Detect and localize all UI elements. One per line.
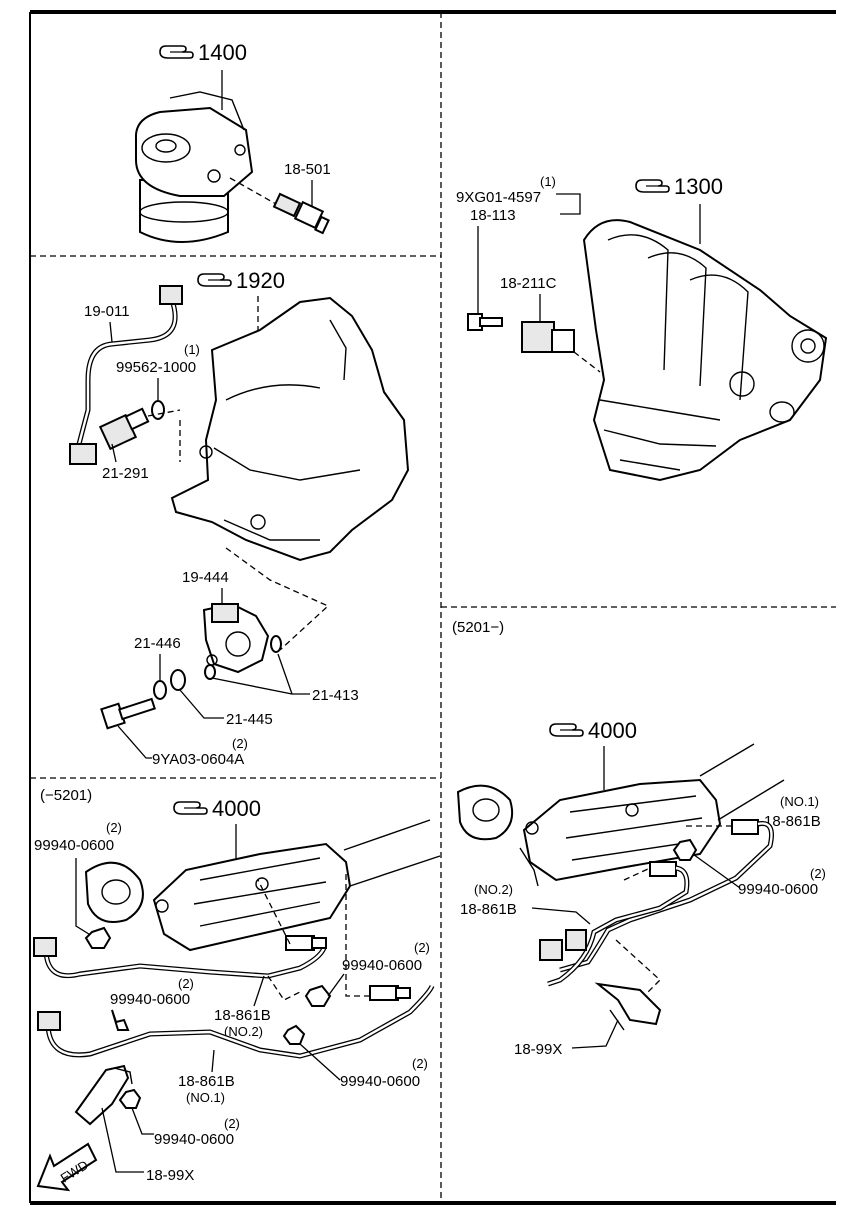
label-r-no2: (NO.2) xyxy=(474,882,513,897)
switch-19-444 xyxy=(202,602,270,674)
qty-l-e: (2) xyxy=(224,1116,240,1131)
label-21-446: 21-446 xyxy=(134,635,181,652)
fwd-arrow-icon: FWD xyxy=(36,1142,98,1192)
range-right: (5201−) xyxy=(452,619,504,636)
label-l-18-861b-no2: 18-861B xyxy=(214,1007,271,1024)
range-left: (−5201) xyxy=(40,787,92,804)
qty-l-b: (2) xyxy=(414,940,430,955)
callout-4000-right: 4000 xyxy=(588,718,637,743)
label-r-18-861b-no2: 18-861B xyxy=(460,901,517,918)
label-19-444: 19-444 xyxy=(182,569,229,586)
bracket-r-18-99x xyxy=(594,982,662,1031)
label-21-291: 21-291 xyxy=(102,465,149,482)
section-exhaust-right: (5201−) 4000 (NO.1) 18-861B (2) 99940-06… xyxy=(452,619,826,1058)
label-l-99940-c: 99940-0600 xyxy=(110,991,190,1008)
section-1920: 1920 19-011 (1) 99562-1000 xyxy=(69,268,410,768)
qty-9ya03: (2) xyxy=(232,736,248,751)
label-18-211c: 18-211C xyxy=(500,275,557,292)
callout-4000-left: 4000 xyxy=(212,796,261,821)
qty-l-c: (2) xyxy=(178,976,194,991)
callout-1300: 1300 xyxy=(674,174,723,199)
frame xyxy=(29,10,836,1205)
label-r-99940: 99940-0600 xyxy=(738,881,818,898)
label-18-113: 18-113 xyxy=(470,207,516,224)
pointing-hand-icon xyxy=(159,45,194,59)
label-21-445: 21-445 xyxy=(226,711,273,728)
sensor-18-501 xyxy=(229,177,330,235)
catalytic-converter-right xyxy=(456,743,785,887)
label-9xg01-4597: 9XG01-4597 xyxy=(456,189,541,206)
section-1400: 1400 18-501 xyxy=(134,40,331,243)
qty-9xg01: (1) xyxy=(540,174,556,189)
pointing-hand-icon xyxy=(635,179,670,193)
sensor-r-18-861b-no2 xyxy=(539,861,690,987)
sensor-21-291 xyxy=(98,407,181,462)
label-l-no2: (NO.2) xyxy=(224,1024,263,1039)
qty-l-a: (2) xyxy=(106,820,122,835)
label-19-011: 19-011 xyxy=(84,303,130,320)
pointing-hand-icon xyxy=(197,273,232,287)
label-r-no1: (NO.1) xyxy=(780,794,819,809)
bolt-9ya03 xyxy=(100,697,156,730)
engine-mount xyxy=(134,91,254,243)
sensor-18-861b-no2 xyxy=(33,879,327,979)
qty-l-d: (2) xyxy=(412,1056,428,1071)
label-r-18-99x: 18-99X xyxy=(514,1041,562,1058)
label-21-413: 21-413 xyxy=(312,687,359,704)
label-99562-1000: 99562-1000 xyxy=(116,359,196,376)
qty-99562: (1) xyxy=(184,342,200,357)
callout-1920: 1920 xyxy=(236,268,285,293)
bracket-18-99x xyxy=(74,1064,133,1126)
section-1300: 1300 (1) 9XG01-4597 18-113 18-211C xyxy=(456,174,828,482)
catalytic-converter-left xyxy=(84,819,441,952)
pointing-hand-icon xyxy=(173,801,208,815)
qty-r: (2) xyxy=(810,866,826,881)
intake-manifold xyxy=(582,219,828,482)
sensor-18-211c xyxy=(521,321,601,373)
transaxle xyxy=(170,296,410,562)
label-l-99940-b: 99940-0600 xyxy=(342,957,422,974)
label-9ya03-0604a: 9YA03-0604A xyxy=(152,751,244,768)
label-l-99940-e: 99940-0600 xyxy=(154,1131,234,1148)
sensor-18-861b-no1 xyxy=(37,984,435,1059)
label-l-99940-a: 99940-0600 xyxy=(34,837,114,854)
callout-1400: 1400 xyxy=(198,40,247,65)
sensor-19-011 xyxy=(69,285,183,465)
label-r-18-861b-no1: 18-861B xyxy=(764,813,821,830)
label-l-no1: (NO.1) xyxy=(186,1090,225,1105)
label-l-18-99x: 18-99X xyxy=(146,1167,194,1184)
section-exhaust-left: (−5201) 4000 (2) 99940-0600 (2) xyxy=(33,787,441,1192)
label-l-18-861b-no1: 18-861B xyxy=(178,1073,235,1090)
label-l-99940-d: 99940-0600 xyxy=(340,1073,420,1090)
label-18-501: 18-501 xyxy=(284,161,331,178)
pointing-hand-icon xyxy=(549,723,584,737)
